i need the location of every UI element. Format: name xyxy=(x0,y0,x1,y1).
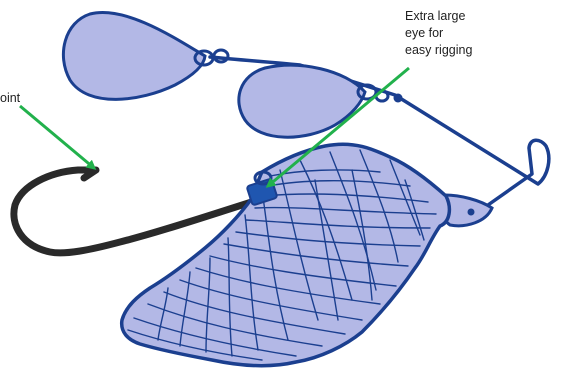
point-label: oint xyxy=(0,91,21,105)
spinner-blade-large xyxy=(63,12,205,99)
eye-label-line1: Extra large xyxy=(405,9,465,23)
spinner-blade-small xyxy=(239,65,365,137)
eye-label-line3: easy rigging xyxy=(405,43,472,57)
wire-bead xyxy=(394,94,403,103)
eye-label-line2: eye for xyxy=(405,26,443,40)
point-arrow xyxy=(20,106,94,168)
head-eye-icon xyxy=(468,209,475,216)
